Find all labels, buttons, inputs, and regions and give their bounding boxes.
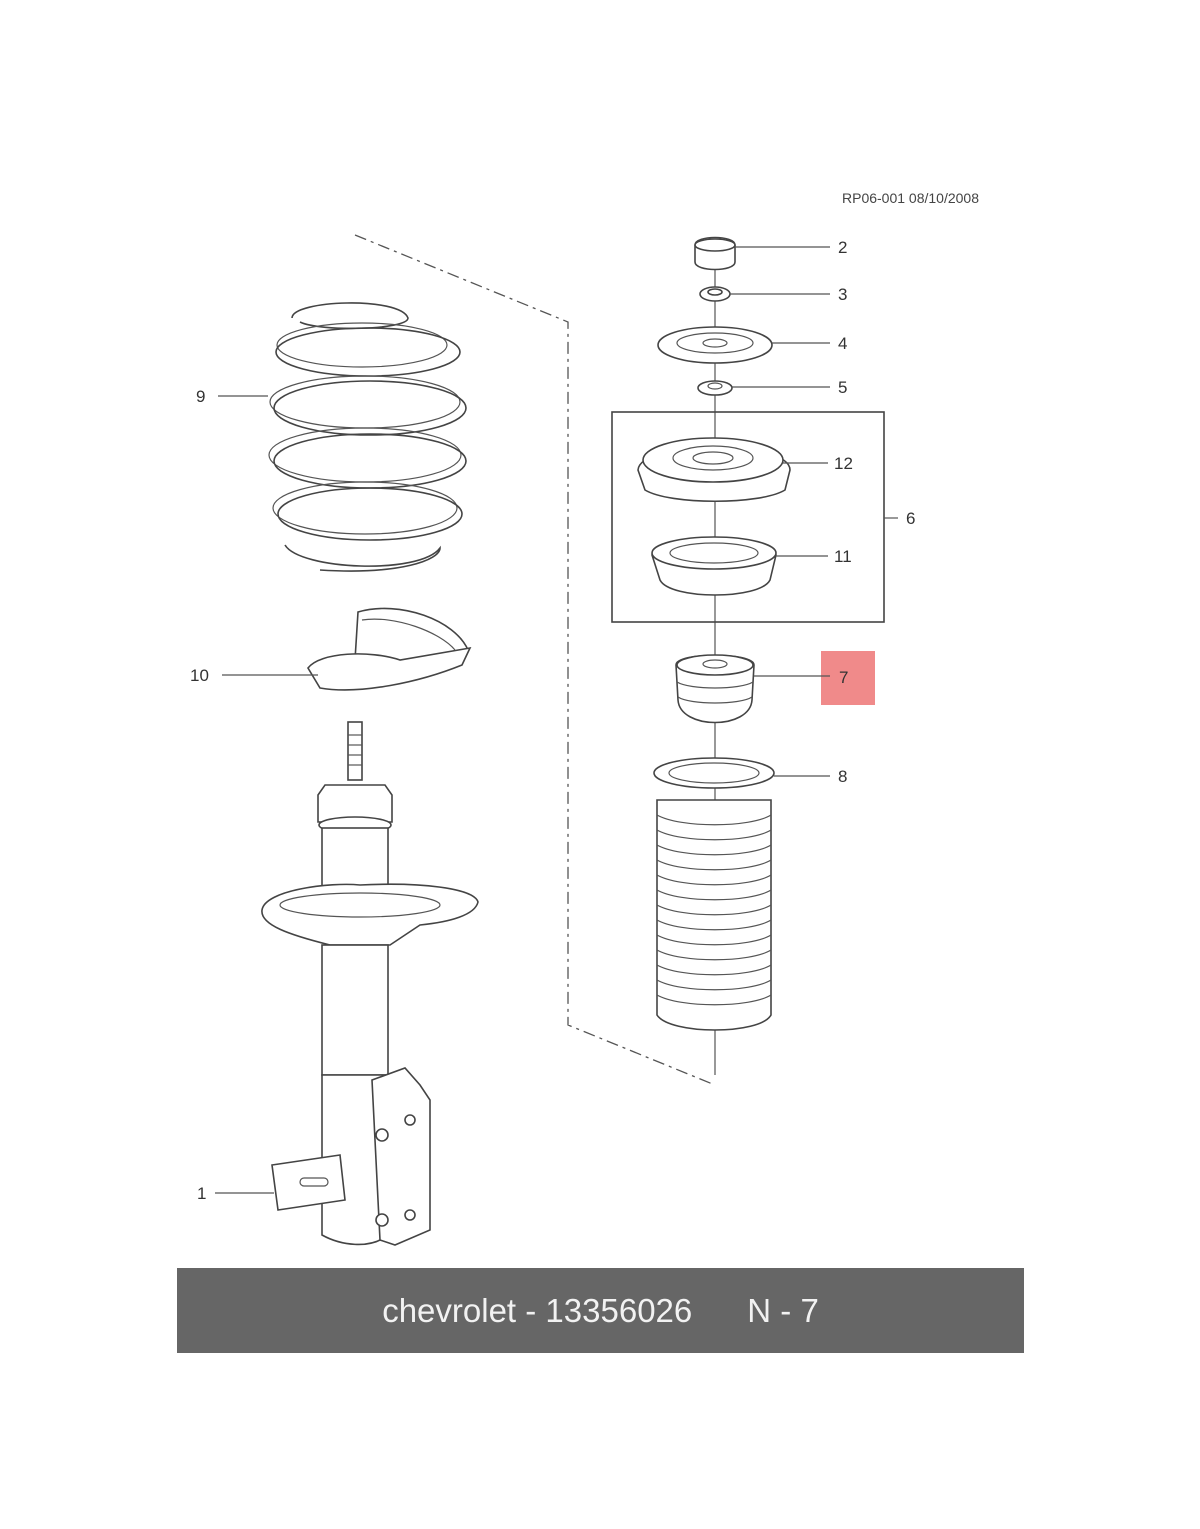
callout-7: 7 xyxy=(839,668,848,687)
callout-2: 2 xyxy=(838,238,847,257)
dust-boot xyxy=(653,757,775,1031)
assembly-guide-line xyxy=(354,234,716,1086)
strut-mount xyxy=(637,437,791,502)
callout-8: 8 xyxy=(838,767,847,786)
callout-6: 6 xyxy=(906,509,915,528)
caption-part-number: chevrolet - 13356026 xyxy=(382,1291,693,1329)
strut-assembly xyxy=(261,721,479,1246)
callout-12: 12 xyxy=(834,454,853,473)
spring-seat-insulator xyxy=(307,607,472,691)
callout-1: 1 xyxy=(197,1184,206,1203)
caption-position: N - 7 xyxy=(747,1291,819,1329)
callout-4: 4 xyxy=(838,334,847,353)
drawing-reference: RP06-001 08/10/2008 xyxy=(842,190,979,206)
caption-spacer xyxy=(692,1292,747,1330)
bushing xyxy=(697,380,733,396)
bump-stop xyxy=(675,654,755,724)
callout-10: 10 xyxy=(190,666,209,685)
callout-9: 9 xyxy=(196,387,205,406)
callout-5: 5 xyxy=(838,378,847,397)
callout-7-highlight xyxy=(821,651,875,705)
leader-lines xyxy=(215,246,898,1194)
callout-3: 3 xyxy=(838,285,847,304)
washer-plate xyxy=(657,326,773,364)
mount-kit-box xyxy=(611,411,885,623)
strut-bearing xyxy=(651,536,777,596)
caption-bar: chevrolet - 13356026 N - 7 xyxy=(177,1268,1024,1353)
coil-spring xyxy=(268,302,467,572)
nut xyxy=(699,286,731,302)
callout-11: 11 xyxy=(834,547,852,566)
dust-cap xyxy=(694,236,736,271)
